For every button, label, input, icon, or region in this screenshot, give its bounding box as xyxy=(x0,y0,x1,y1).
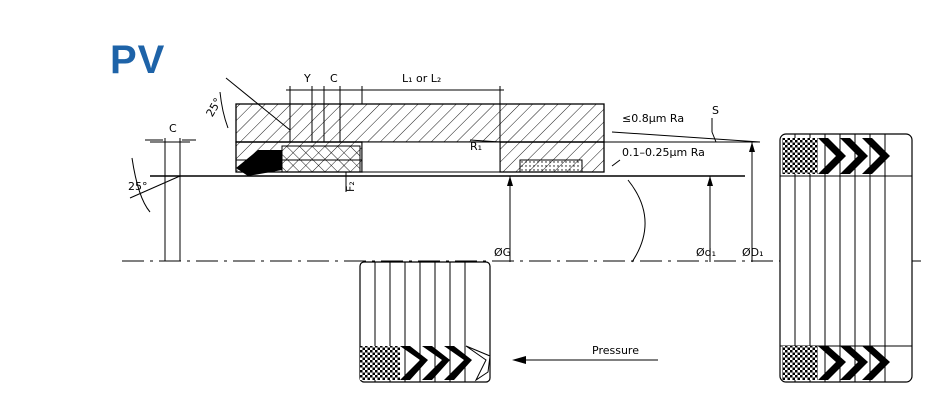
s-label: S xyxy=(712,104,719,117)
r1-label: R₁ xyxy=(470,140,482,153)
pressure-label: Pressure xyxy=(592,344,639,357)
angle-top-label: 25° xyxy=(204,96,225,119)
finish-1-label: ≤0.8μm Ra xyxy=(622,112,684,125)
c-top-label: C xyxy=(330,72,338,85)
diameter-dimensions xyxy=(507,142,755,262)
D1-label: ØD₁ xyxy=(742,246,764,259)
y-label: Y xyxy=(303,72,311,85)
top-dimensions xyxy=(219,77,761,192)
seal-stack-bottom xyxy=(359,261,491,383)
seal-stack-right xyxy=(779,133,913,383)
length-label: L₁ or L₂ xyxy=(402,72,441,85)
pressure-arrow xyxy=(512,356,658,364)
angle-left-label: 25° xyxy=(128,180,148,193)
f2-label: F₂ xyxy=(344,181,357,192)
c-left-label: C xyxy=(169,122,177,135)
d1-label: Ød₁ xyxy=(696,246,716,259)
diagram-title: PV xyxy=(110,38,166,82)
rod-end-arc xyxy=(627,179,646,263)
chamfer-detail xyxy=(129,138,196,261)
seal-profile xyxy=(236,145,362,176)
g-label: ØG xyxy=(494,246,511,259)
finish-2-label: 0.1–0.25μm Ra xyxy=(622,146,705,159)
guide-strip xyxy=(519,159,583,173)
